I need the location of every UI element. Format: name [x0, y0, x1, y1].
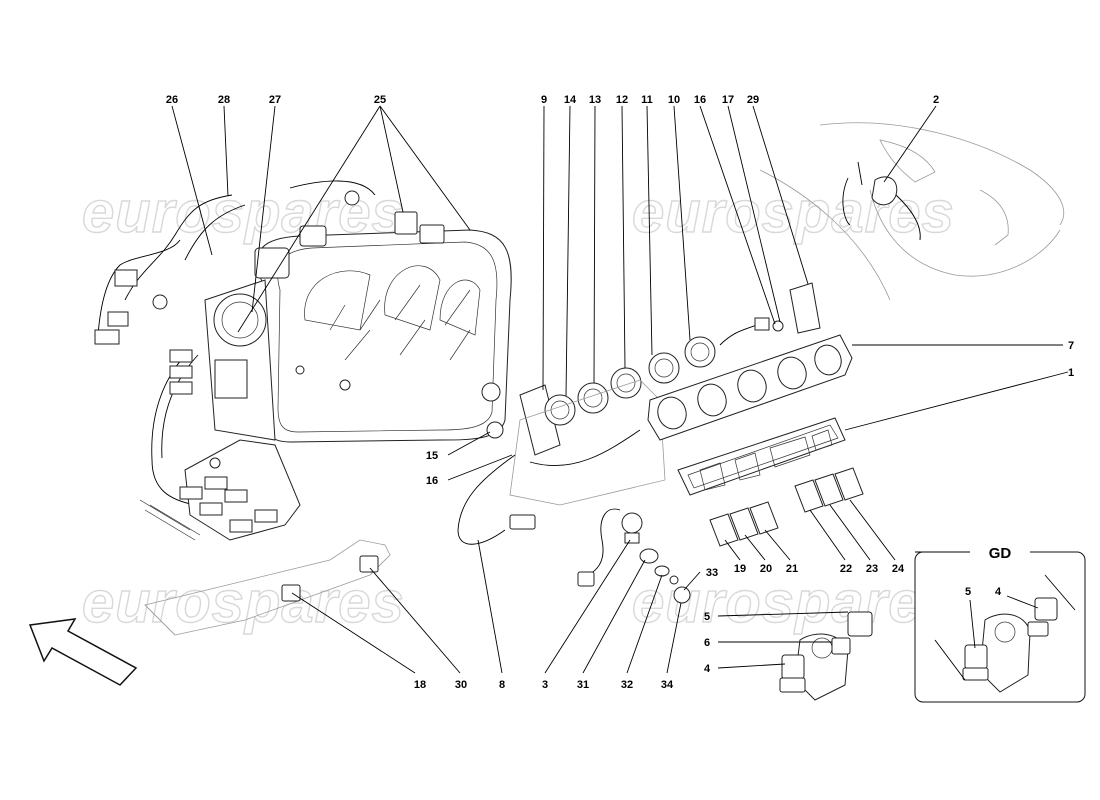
callout-7: 7: [1068, 340, 1074, 352]
detail-callout-4: 4: [995, 586, 1002, 598]
callout-32: 32: [621, 679, 633, 691]
auxiliary-gauges: [457, 282, 821, 545]
callout-33: 33: [706, 567, 718, 579]
detail-box-gd: GD 5 4: [914, 540, 1086, 703]
callout-19: 19: [734, 563, 746, 575]
hazard-switch-assembly: [779, 611, 873, 701]
detail-callout-5: 5: [965, 586, 971, 598]
callout-26: 26: [166, 94, 178, 106]
callout-27: 27: [269, 94, 281, 106]
callout-29: 29: [747, 94, 759, 106]
lower-shelf-assembly: [144, 539, 391, 636]
watermarks: eurospares eurospares eurospares eurospa…: [81, 179, 954, 635]
callout-18: 18: [414, 679, 426, 691]
direction-arrow: [28, 618, 138, 686]
callout-10: 10: [668, 94, 680, 106]
gauge-bezel: [647, 334, 853, 441]
callout-31: 31: [577, 679, 589, 691]
callout-5: 5: [704, 611, 710, 623]
ignition-switch-assembly: [577, 508, 691, 604]
callouts: 26 28 27 25 9 14 13 12 11 10 16 17 29 2 …: [166, 94, 1074, 691]
callout-28: 28: [218, 94, 230, 106]
callout-13: 13: [589, 94, 601, 106]
callout-22: 22: [840, 563, 852, 575]
switch-panel: [677, 417, 846, 496]
callout-2: 2: [933, 94, 939, 106]
callout-16-top: 16: [694, 94, 706, 106]
watermark-3: eurospares: [82, 570, 405, 635]
rocker-switches: [709, 467, 864, 547]
callout-16-left: 16: [426, 475, 438, 487]
vehicle-outline: [759, 122, 1065, 301]
callout-4: 4: [704, 663, 711, 675]
callout-14: 14: [564, 94, 577, 106]
callout-23: 23: [866, 563, 878, 575]
callout-30: 30: [455, 679, 467, 691]
detail-box-title: GD: [989, 545, 1012, 562]
callout-1: 1: [1068, 367, 1074, 379]
callout-3: 3: [542, 679, 548, 691]
callout-11: 11: [641, 94, 653, 106]
callout-15: 15: [426, 450, 438, 462]
callout-24: 24: [892, 563, 905, 575]
callout-21: 21: [786, 563, 798, 575]
callout-8: 8: [499, 679, 505, 691]
callout-6: 6: [704, 637, 710, 649]
callout-25: 25: [374, 94, 386, 106]
callout-34: 34: [661, 679, 674, 691]
callout-9: 9: [541, 94, 547, 106]
callout-20: 20: [760, 563, 772, 575]
callout-17: 17: [722, 94, 734, 106]
leader-lines: [171, 105, 1069, 674]
callout-12: 12: [616, 94, 628, 106]
